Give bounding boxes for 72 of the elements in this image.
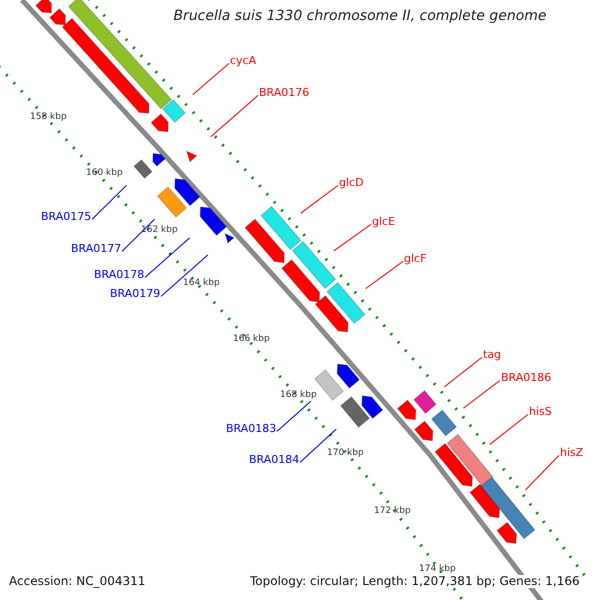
gene-feature — [446, 434, 494, 486]
gene-feature — [186, 150, 198, 163]
tick-label: 170 kbp — [327, 449, 364, 459]
gene-feature — [434, 442, 473, 487]
gene-feature — [281, 259, 320, 303]
leader-line — [210, 94, 258, 138]
tick-label: 166 kbp — [233, 335, 270, 345]
gene-label: glcF — [404, 253, 426, 266]
leader-line — [160, 254, 208, 297]
leader-line — [462, 380, 500, 409]
tick-label: 160 kbp — [86, 169, 123, 179]
leader-line — [489, 414, 528, 445]
gene-label: BRA0176 — [259, 87, 310, 100]
gene-label: tag — [483, 349, 502, 362]
gene-label: BRA0178 — [94, 269, 144, 282]
gene-feature — [152, 152, 166, 167]
gene-feature — [174, 178, 200, 206]
leader-line — [524, 454, 560, 490]
leader-line — [365, 260, 404, 290]
gene-feature — [244, 218, 285, 264]
gene-feature — [430, 409, 458, 437]
gene-feature — [413, 390, 437, 414]
gene-feature — [480, 476, 536, 540]
gene-label: glcE — [372, 216, 396, 228]
gene-label: glcD — [339, 177, 364, 190]
gene-feature — [314, 295, 349, 333]
gene-feature — [292, 240, 336, 290]
gene-label: cycA — [230, 55, 256, 68]
gene-label: hisS — [529, 406, 552, 418]
leader-line — [144, 237, 190, 278]
leader-line — [300, 428, 337, 463]
gene-label: BRA0183 — [226, 423, 276, 436]
gene-feature — [414, 420, 434, 442]
tick-label: 172 kbp — [374, 507, 411, 517]
gene-feature — [260, 206, 302, 250]
gene-label: BRA0177 — [71, 243, 122, 256]
gene-feature — [200, 206, 228, 236]
gene-label: hisZ — [560, 447, 584, 460]
tick-label: 174 kbp — [419, 565, 456, 575]
gene-feature — [68, 0, 172, 110]
tick-label: 168 kbp — [280, 391, 317, 401]
leader-line — [444, 356, 482, 388]
gene-feature — [224, 232, 235, 244]
gene-feature — [133, 158, 153, 180]
tick-label: 164 kbp — [183, 279, 220, 289]
gene-feature — [469, 483, 500, 518]
gene-feature — [496, 522, 518, 544]
gene-feature — [340, 396, 370, 428]
gene-feature — [162, 98, 186, 124]
gene-feature — [35, 0, 52, 14]
leader-line — [122, 218, 156, 252]
gene-feature — [396, 399, 416, 420]
gene-label: BRA0175 — [41, 211, 92, 224]
leader-line — [300, 184, 338, 214]
tick-label: 162 kbp — [141, 226, 178, 236]
leader-line — [192, 62, 230, 96]
leader-line — [92, 184, 127, 220]
gene-feature — [361, 395, 384, 420]
leader-line — [276, 400, 312, 432]
info-text: Accession: NC_004311 — [9, 575, 146, 588]
gene-label: BRA0184 — [249, 454, 300, 466]
gene-feature — [336, 363, 360, 389]
gene-feature — [156, 186, 188, 218]
gene-feature — [326, 282, 366, 324]
tick-label: 158 kbp — [30, 113, 67, 123]
gene-feature — [62, 18, 150, 114]
gene-feature — [150, 113, 169, 132]
leader-line — [333, 224, 372, 252]
title: Brucella suis 1330 chromosome II, complete genome — [172, 8, 547, 24]
gene-label: BRA0179 — [110, 288, 160, 300]
info-text: Topology: circular; Length: 1,207,381 bp; Genes: 1,166 — [250, 575, 580, 588]
gene-label: BRA0186 — [501, 372, 552, 384]
